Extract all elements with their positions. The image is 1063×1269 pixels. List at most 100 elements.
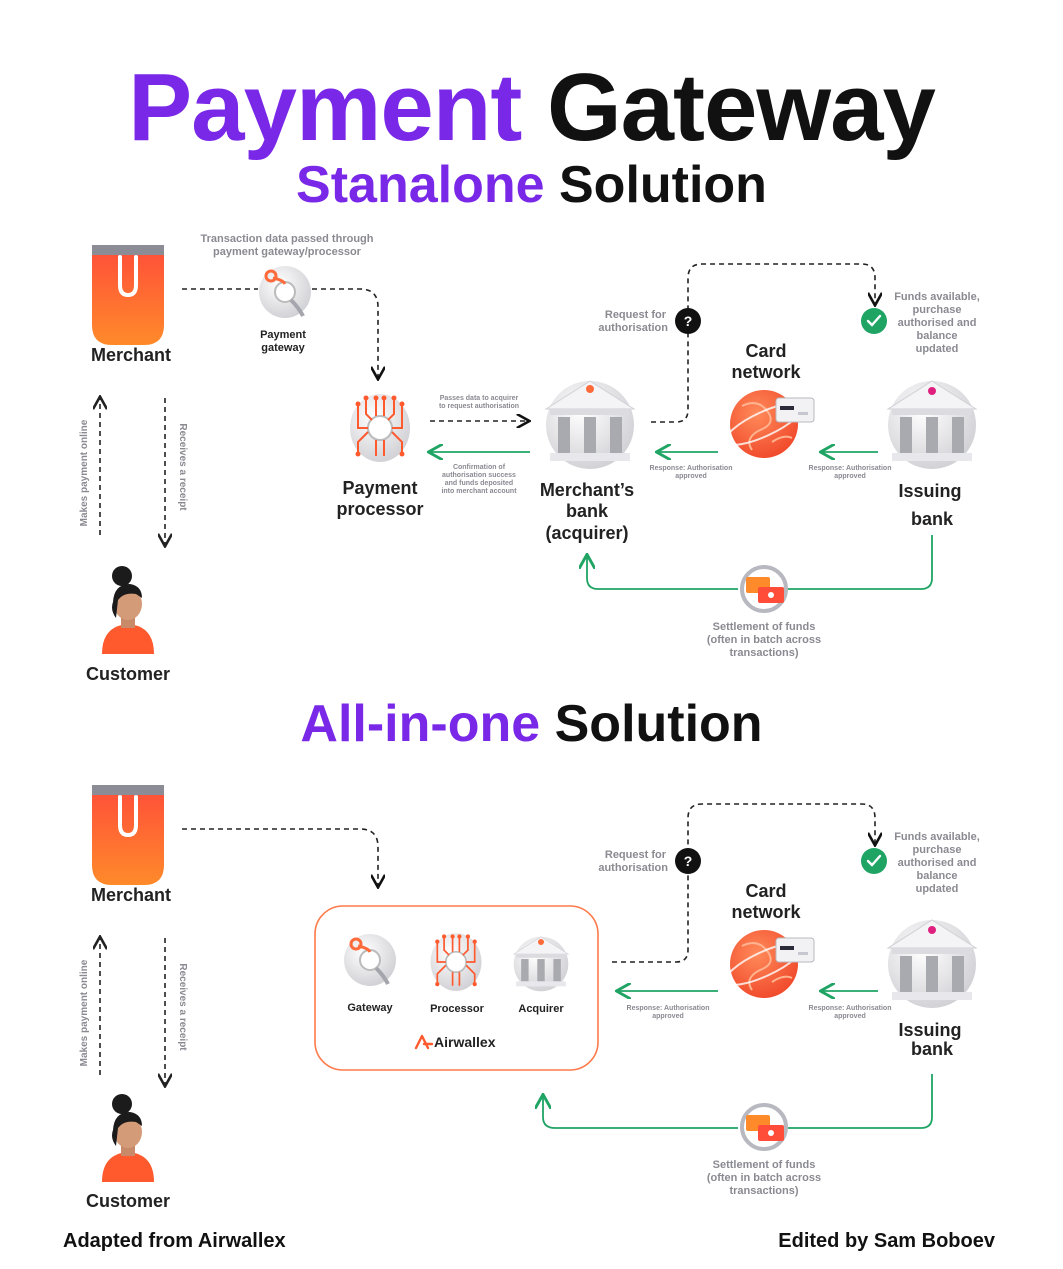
processor-label-line2: processor (336, 499, 423, 519)
customer-label-2: Customer (86, 1191, 170, 1211)
request-authorisation-arrow (651, 263, 875, 423)
confirm-label-line4: into merchant account (441, 488, 517, 495)
shopping-bag-icon-2 (90, 783, 166, 887)
gateway-to-processor-arrow (312, 288, 378, 378)
request-label-line2: authorisation (598, 322, 668, 334)
issuing-bank-line1: Issuing (898, 481, 961, 501)
request-label-line1: Request for (605, 309, 667, 321)
payment-gateway-icon (257, 264, 313, 320)
footer-credit-right: Edited by Sam Boboev (778, 1230, 995, 1252)
settlement-line1: Settlement of funds (713, 621, 816, 633)
standalone-section: Merchant Makes payment online Receives a… (79, 233, 980, 684)
makes-payment-label: Makes payment online (79, 419, 90, 526)
passes-label-line2: to request authorisation (439, 403, 519, 410)
page-title: Payment Gateway (0, 48, 1063, 168)
card-network-2-line1: Card (745, 881, 786, 901)
gateway-label-line2: gateway (261, 342, 305, 354)
acquirer-label: Acquirer (518, 1003, 564, 1015)
airwallex-logo-icon (414, 1034, 434, 1050)
response2-line1: Response: Authorisation (809, 465, 892, 472)
funds-line5: updated (916, 343, 959, 355)
funds-2-line4: balance (917, 870, 958, 882)
card-network-2-line2: network (731, 902, 801, 922)
card-network-globe-icon (719, 389, 815, 459)
response3-line1: Response: Authorisation (627, 1005, 710, 1012)
customer-avatar-icon (102, 566, 154, 654)
check-icon-glyph (866, 314, 882, 327)
card-network-line2: network (731, 362, 801, 382)
customer-avatar-icon-2 (102, 1094, 154, 1182)
settlement-arrow-2 (543, 1074, 933, 1129)
allinone-heading: All-in-one Solution (0, 694, 1063, 754)
issuing-bank-dot (928, 387, 936, 395)
makes-payment-label-2: Makes payment online (79, 959, 90, 1066)
question-icon-glyph-2: ? (684, 853, 693, 869)
merchant-label-2: Merchant (91, 885, 171, 905)
card-network-line1: Card (745, 341, 786, 361)
processor-label-line1: Payment (342, 478, 417, 498)
transaction-note-line2: payment gateway/processor (213, 246, 362, 258)
payment-processor-icon (349, 393, 411, 463)
merchant-bank-line2: bank (566, 501, 609, 521)
passes-label-line1: Passes data to acquirer (440, 395, 519, 402)
merchant-bank-dot (586, 385, 594, 393)
standalone-heading-part1: Stanalone (296, 156, 545, 214)
settlement-2-line1: Settlement of funds (713, 1159, 816, 1171)
allinone-heading-part1: All-in-one (300, 695, 541, 753)
settlement-2-line2: (often in batch across (707, 1172, 821, 1184)
merchant-bank-line3: (acquirer) (545, 523, 628, 543)
processor-icon-2 (429, 932, 483, 992)
funds-line1: Funds available, (894, 291, 980, 303)
check-icon-glyph-2 (866, 854, 882, 867)
issuing-bank-dot-2 (928, 926, 936, 934)
issuing-bank-2-line2: bank (911, 1039, 954, 1059)
funds-line4: balance (917, 330, 958, 342)
funds-2-line3: authorised and (898, 857, 977, 869)
merchant-bank-icon (545, 380, 635, 470)
funds-line2: purchase (913, 304, 962, 316)
receipt-label: Receives a receipt (177, 423, 188, 511)
response3-line2: approved (652, 1013, 684, 1020)
question-icon-glyph: ? (684, 313, 693, 329)
title-part-gateway: Gateway (546, 54, 936, 161)
processor-label-2: Processor (430, 1003, 485, 1015)
acquirer-dot (538, 939, 544, 945)
funds-2-line2: purchase (913, 844, 962, 856)
confirm-label-line1: Confirmation of (453, 464, 506, 471)
settlement-2-line3: transactions) (729, 1185, 798, 1197)
response1-line1: Response: Authorisation (650, 465, 733, 472)
issuing-bank-2-line1: Issuing (898, 1020, 961, 1040)
funds-line3: authorised and (898, 317, 977, 329)
request-label-2-line1: Request for (605, 849, 667, 861)
response4-line1: Response: Authorisation (809, 1005, 892, 1012)
response4-line2: approved (834, 1013, 866, 1020)
shopping-bag-icon (90, 243, 166, 347)
settlement-line3: transactions) (729, 647, 798, 659)
merchant-bank-line1: Merchant’s (540, 480, 634, 500)
allinone-heading-part2: Solution (554, 695, 763, 753)
customer-label: Customer (86, 664, 170, 684)
merchant-label: Merchant (91, 345, 171, 365)
airwallex-brand: Airwallex (434, 1034, 496, 1050)
funds-2-line5: updated (916, 883, 959, 895)
request-authorisation-arrow-2 (612, 803, 875, 963)
title-part-payment: Payment (128, 54, 522, 161)
confirm-label-line2: authorisation success (442, 472, 516, 479)
confirm-label-line3: and funds deposited (445, 480, 513, 487)
transaction-note-line1: Transaction data passed through (201, 233, 374, 245)
question-icon-2 (675, 848, 701, 874)
gateway-label-line1: Payment (260, 329, 306, 341)
settlement-line2: (often in batch across (707, 634, 821, 646)
standalone-heading: Stanalone Solution (0, 155, 1063, 215)
issuing-bank-line2: bank (911, 509, 954, 529)
response2-line2: approved (834, 473, 866, 480)
allinone-section: Merchant Makes payment online Receives a… (79, 783, 980, 1211)
receipt-label-2: Receives a receipt (177, 963, 188, 1051)
footer-credit-left: Adapted from Airwallex (63, 1230, 286, 1252)
question-icon (675, 308, 701, 334)
response1-line2: approved (675, 473, 707, 480)
funds-2-line1: Funds available, (894, 831, 980, 843)
gateway-label-2: Gateway (347, 1002, 393, 1014)
card-network-globe-icon-2 (719, 929, 815, 999)
